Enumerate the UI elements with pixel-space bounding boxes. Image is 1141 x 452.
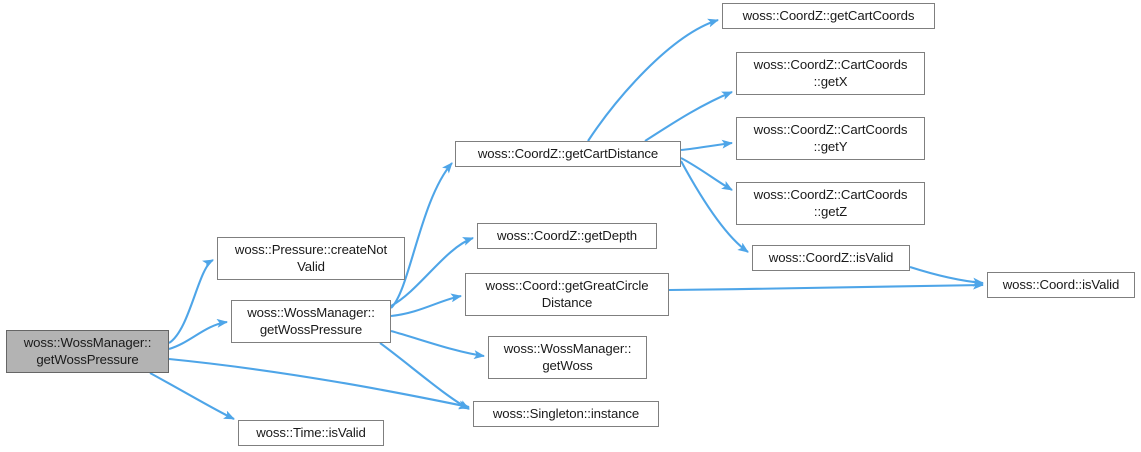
edge-cartDist-to-getX <box>644 91 733 142</box>
edge-wmPressure-to-cartDist <box>390 162 453 309</box>
edge-root-to-createNot <box>168 259 214 344</box>
node-greatCircle[interactable]: woss::Coord::getGreatCircle Distance <box>465 273 669 316</box>
node-cartCoords[interactable]: woss::CoordZ::getCartCoords <box>722 3 935 29</box>
edge-coordZValid-to-coordValid <box>909 265 984 287</box>
node-cartDist[interactable]: woss::CoordZ::getCartDistance <box>455 141 681 167</box>
edge-wmPressure-to-getWoss <box>390 329 485 360</box>
edge-cartDist-to-getY <box>680 139 733 152</box>
edge-cartDist-to-cartCoords <box>587 18 719 142</box>
node-getX[interactable]: woss::CoordZ::CartCoords ::getX <box>736 52 925 95</box>
node-timeValid[interactable]: woss::Time::isValid <box>238 420 384 446</box>
node-coordValid[interactable]: woss::Coord::isValid <box>987 272 1135 298</box>
edge-cartDist-to-getZ <box>680 157 733 191</box>
edge-wmPressure-to-instance <box>379 342 470 410</box>
node-coordZValid[interactable]: woss::CoordZ::isValid <box>752 245 910 271</box>
edge-root-to-wmPressure <box>168 318 228 351</box>
node-instance[interactable]: woss::Singleton::instance <box>473 401 659 427</box>
edge-wmPressure-to-greatCircle <box>390 293 462 318</box>
node-getWoss[interactable]: woss::WossManager:: getWoss <box>488 336 647 379</box>
edge-root-to-timeValid <box>149 372 235 420</box>
node-root[interactable]: woss::WossManager:: getWossPressure <box>6 330 169 373</box>
node-createNot[interactable]: woss::Pressure::createNot Valid <box>217 237 405 280</box>
node-getY[interactable]: woss::CoordZ::CartCoords ::getY <box>736 117 925 160</box>
node-wmPressure[interactable]: woss::WossManager:: getWossPressure <box>231 300 391 343</box>
edge-root-to-instance <box>168 357 470 410</box>
node-getZ[interactable]: woss::CoordZ::CartCoords ::getZ <box>736 182 925 225</box>
edge-greatCircle-to-coordValid <box>668 280 984 292</box>
node-getDepth[interactable]: woss::CoordZ::getDepth <box>477 223 657 249</box>
